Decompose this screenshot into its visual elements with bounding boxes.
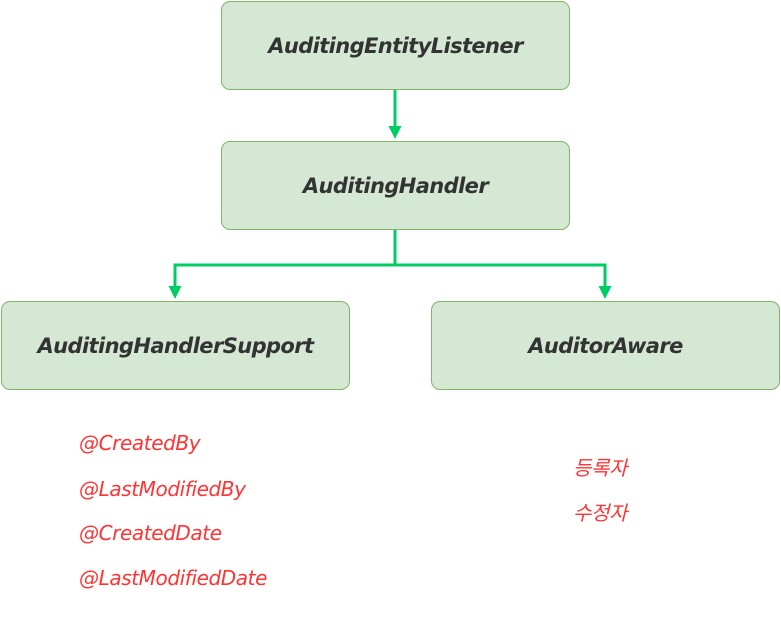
node-auditing-handler-support: AuditingHandlerSupport — [1, 301, 350, 390]
edge-handler-to-aware — [395, 263, 612, 299]
annotation-last-modified-by: @LastModifiedBy — [79, 477, 246, 501]
node-label: AuditingHandlerSupport — [37, 333, 315, 358]
annotation-created-date: @CreatedDate — [79, 521, 222, 545]
edge-listener-to-handler — [388, 90, 402, 139]
annotation-modifier: 수정자 — [573, 501, 627, 525]
node-label: AuditingHandler — [302, 173, 489, 198]
edge-handler-to-support — [168, 230, 397, 299]
annotation-registrant: 등록자 — [573, 456, 627, 480]
annotation-created-by: @CreatedBy — [79, 431, 201, 455]
node-auditor-aware: AuditorAware — [431, 301, 780, 390]
annotation-last-modified-date: @LastModifiedDate — [79, 566, 268, 590]
node-auditing-handler: AuditingHandler — [221, 141, 570, 230]
node-label: AuditingEntityListener — [268, 33, 523, 58]
node-label: AuditorAware — [528, 333, 683, 358]
node-auditing-entity-listener: AuditingEntityListener — [221, 1, 570, 90]
